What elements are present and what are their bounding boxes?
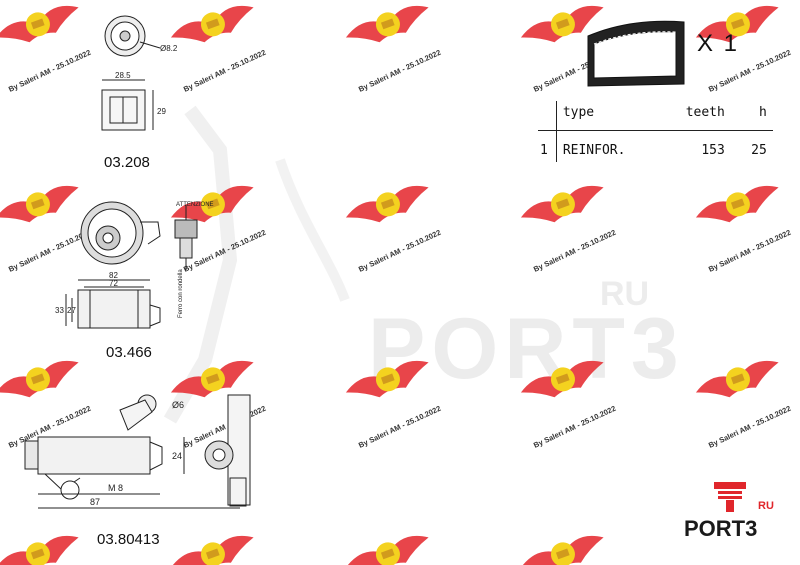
table-header-row: type teeth h bbox=[538, 101, 773, 131]
part-03208-drawing bbox=[101, 15, 161, 131]
table-header-h: h bbox=[759, 105, 767, 120]
logo-ru-suffix: RU bbox=[758, 500, 774, 512]
part-code-0380413: 03.80413 bbox=[97, 531, 160, 548]
table-row: 1 REINFOR. 153 25 bbox=[538, 130, 773, 162]
table-cell-index: 1 bbox=[538, 130, 557, 162]
part-code-03466: 03.466 bbox=[106, 344, 152, 361]
table-header-teeth: teeth bbox=[685, 105, 725, 120]
part-03208-width: 28.5 bbox=[115, 71, 131, 80]
part-03208-diameter: Ø8.2 bbox=[160, 44, 178, 53]
table-cell-teeth: 153 bbox=[701, 143, 725, 158]
part-0380413-thread: M 8 bbox=[108, 483, 123, 493]
part-03466-height-inner: 27 bbox=[67, 306, 76, 315]
part-03208-height: 29 bbox=[157, 107, 166, 116]
belt-quantity: X 1 bbox=[697, 30, 740, 57]
part-0380413-diameter: Ø6 bbox=[172, 400, 184, 410]
part-0380413-drawing bbox=[24, 394, 251, 509]
port3-logo: RU PORT3 bbox=[684, 478, 794, 548]
part-03466-width-outer: 82 bbox=[109, 271, 118, 280]
table-header-type: type bbox=[562, 105, 595, 120]
timing-belt-drawing bbox=[587, 20, 685, 87]
part-03466-drawing bbox=[65, 201, 198, 329]
belt-spec-table: type teeth h 1 REINFOR. 153 25 bbox=[538, 101, 773, 162]
part-03466-note-side: Ferro con rondella bbox=[178, 269, 184, 318]
piston-icon bbox=[714, 482, 746, 512]
part-03466-height-outer: 33 bbox=[55, 306, 64, 315]
part-0380413-height: 24 bbox=[172, 451, 182, 461]
part-code-03208: 03.208 bbox=[104, 154, 150, 171]
part-03466-width-inner: 72 bbox=[109, 279, 118, 288]
part-0380413-length: 87 bbox=[90, 497, 100, 507]
table-cell-h: 25 bbox=[751, 143, 767, 158]
table-header-index bbox=[538, 101, 557, 131]
table-cell-type: REINFOR. bbox=[562, 143, 626, 158]
logo-text: PORT3 bbox=[684, 516, 758, 541]
part-03466-note-top: ATTENZIONE bbox=[176, 202, 214, 208]
